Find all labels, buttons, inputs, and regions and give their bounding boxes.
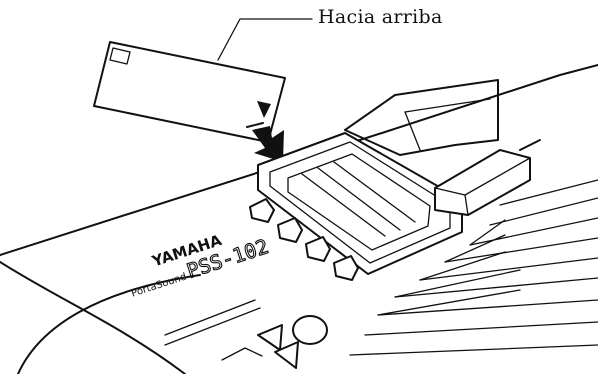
- card-triangle-mark: [257, 101, 271, 118]
- data-card: [93, 41, 286, 143]
- arrow-down-right-icon: [246, 122, 284, 162]
- triangle-button-1: [257, 324, 283, 351]
- card-slot: [257, 132, 463, 275]
- piano-keys: [349, 179, 598, 356]
- side-button-3: [305, 236, 331, 262]
- keyboard-body: [0, 64, 598, 374]
- side-button-1: [249, 198, 275, 223]
- side-button-4: [333, 255, 359, 281]
- round-button: [292, 315, 328, 345]
- module-box: [434, 139, 541, 216]
- triangle-button-2: [274, 341, 299, 369]
- callout-leader-line: [217, 18, 313, 61]
- lower-controls: [221, 315, 328, 369]
- display-panel: [344, 79, 499, 156]
- side-buttons: [249, 198, 359, 281]
- keyboard-branding: YAMAHA PortaSound PSS-102: [130, 231, 272, 300]
- card-notch-mark: [109, 47, 131, 65]
- callout-label: Hacia arriba: [318, 6, 443, 28]
- line-name: PortaSound: [130, 271, 188, 299]
- side-button-2: [277, 217, 303, 243]
